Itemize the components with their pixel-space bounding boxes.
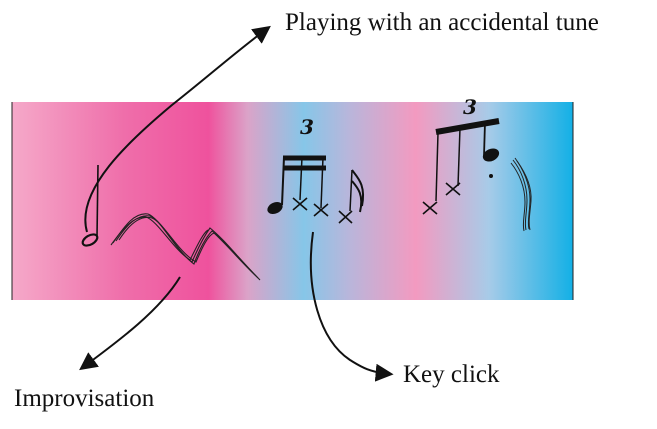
color-band (12, 102, 573, 300)
scribble-squiggle-icon (510, 157, 532, 232)
scribble-zigzag-icon (110, 213, 261, 281)
tuplet-number-2: 3 (463, 95, 477, 119)
label-accidental-tune: Playing with an accidental tune (285, 9, 599, 36)
tuplet-number-1: 3 (300, 115, 314, 139)
whole-note-icon (81, 164, 99, 247)
arrow-to-improvisation (79, 276, 181, 371)
arrow-to-top-label (84, 25, 271, 233)
eighth-triplet-icon (422, 118, 500, 215)
arrow-to-key-click (309, 231, 394, 382)
label-key-click: Key click (403, 361, 500, 388)
sixteenth-triplet-icon (267, 155, 364, 224)
label-improvisation: Improvisation (14, 385, 155, 412)
